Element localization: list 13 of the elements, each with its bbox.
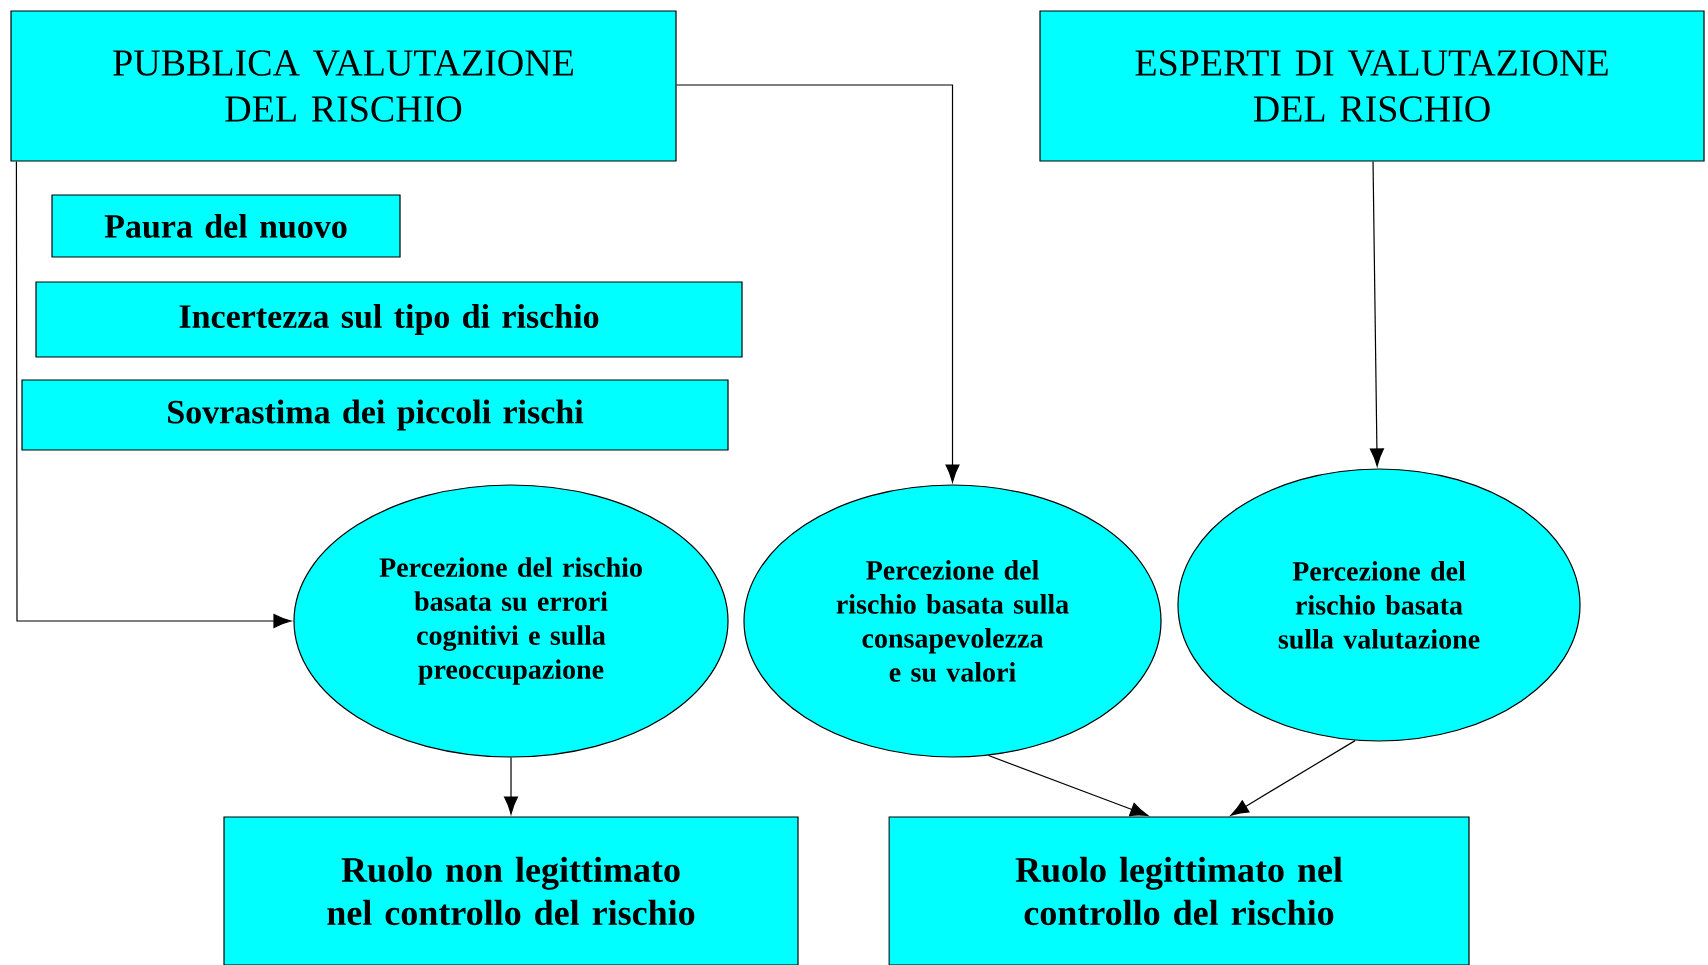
arrow <box>1230 740 1356 816</box>
arrow <box>676 84 960 483</box>
factor-box: Incertezza sul tipo di rischio <box>35 281 743 358</box>
title-box: ESPERTI DI VALUTAZIONE DEL RISCHIO <box>1039 10 1705 162</box>
arrow <box>1369 161 1384 467</box>
role-box: Ruolo non legittimato nel controllo del rischio <box>223 816 799 965</box>
arrow <box>987 754 1149 817</box>
factor-box: Sovrastima dei piccoli rischi <box>21 379 729 451</box>
title-box: PUBBLICA VALUTAZIONE DEL RISCHIO <box>10 10 677 162</box>
factor-box: Paura del nuovo <box>51 194 401 258</box>
role-box: Ruolo legittimato nel controllo del rischio <box>888 816 1470 965</box>
arrow <box>15 161 292 629</box>
arrow <box>503 757 519 815</box>
